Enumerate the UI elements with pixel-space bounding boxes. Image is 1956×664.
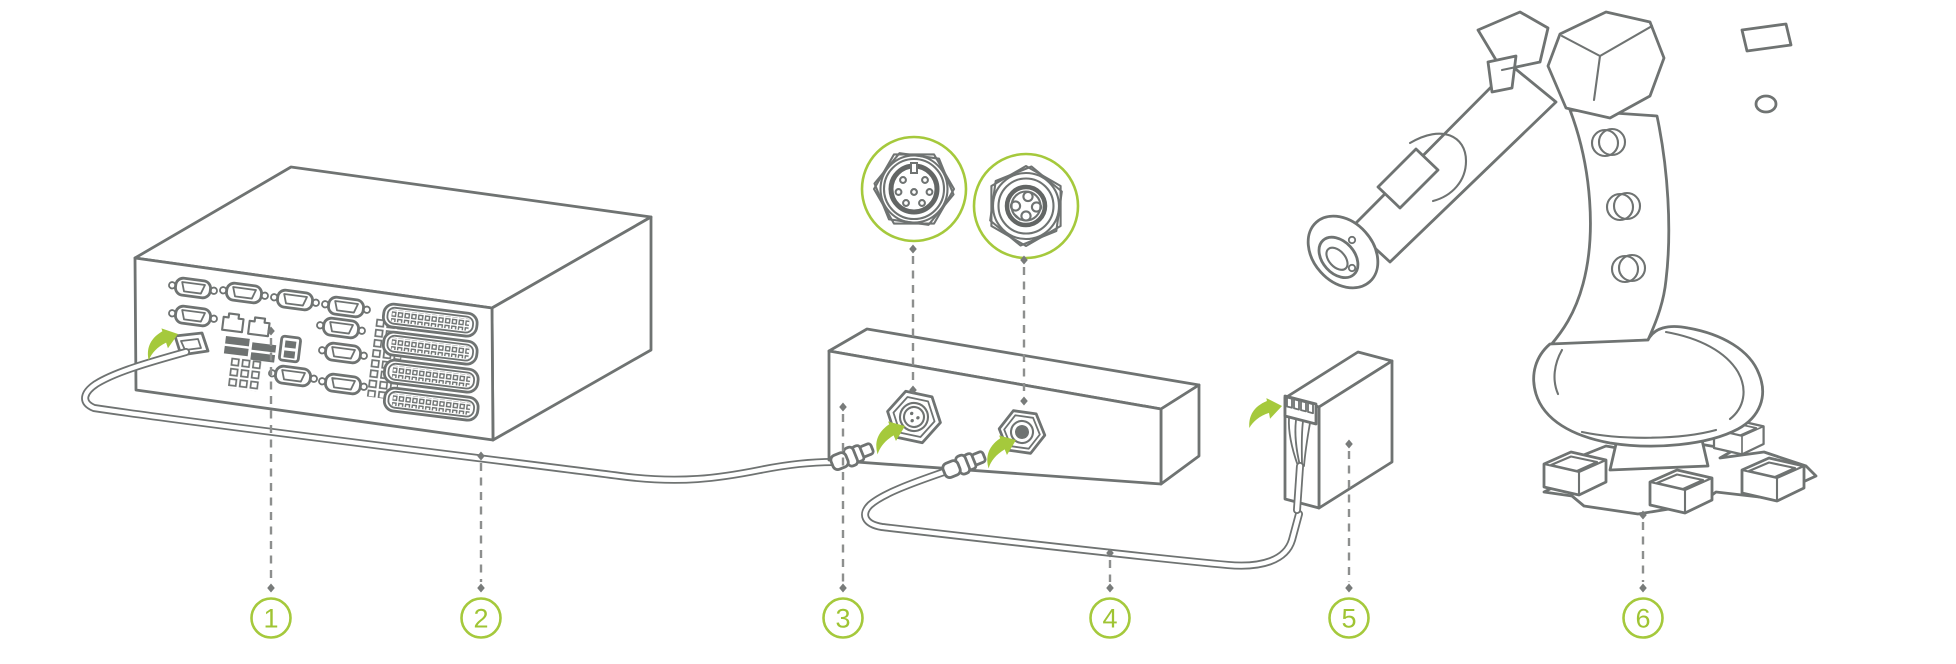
connect-arrow-icon-5 [1244,395,1285,429]
leader-lines [267,244,1647,593]
robot-elbow-tab [1740,22,1793,53]
callout-6: 6 [1622,597,1664,639]
base-clamp-center [1648,468,1714,515]
pc-ethernet-ports [221,311,277,363]
pc-led-bars [223,336,277,363]
terminal-block [1283,350,1394,514]
callout-5: 5 [1328,597,1370,639]
callout-3: 3 [822,597,864,639]
base-clamp-right [1740,456,1806,503]
pc-to-junction-cable [81,348,837,484]
robot-knob [1754,94,1778,114]
industrial-pc [133,165,653,442]
forearm-clamp-band [1376,147,1440,210]
callout-3-number: 3 [835,604,850,634]
callout-1-number: 1 [263,604,278,634]
robot-upper-arm [1548,108,1671,348]
callout-5-number: 5 [1341,604,1356,634]
m12-8pin-connector-detail [860,135,968,243]
terminal-connector [1283,394,1318,514]
junction-box [827,327,1201,486]
robot-forearm [1350,64,1558,264]
callout-4: 4 [1089,597,1131,639]
callout-6-number: 6 [1635,604,1650,634]
junction-box-front [827,349,1163,486]
pc-dip-grid [227,357,263,392]
callout-2: 2 [460,597,502,639]
robot-base-housing [1532,325,1764,448]
robot-tool-flange [1306,214,1380,290]
m8-4pin-connector-detail [972,152,1080,260]
pc-usb-ports [278,334,302,364]
callout-4-number: 4 [1102,604,1117,634]
robot-arm-holes [1590,127,1647,284]
robot-arm [1306,10,1818,516]
callout-1: 1 [250,597,292,639]
callout-2-number: 2 [473,604,488,634]
robot-wrist [1476,10,1666,120]
junction-to-terminal-cable [861,468,1303,570]
